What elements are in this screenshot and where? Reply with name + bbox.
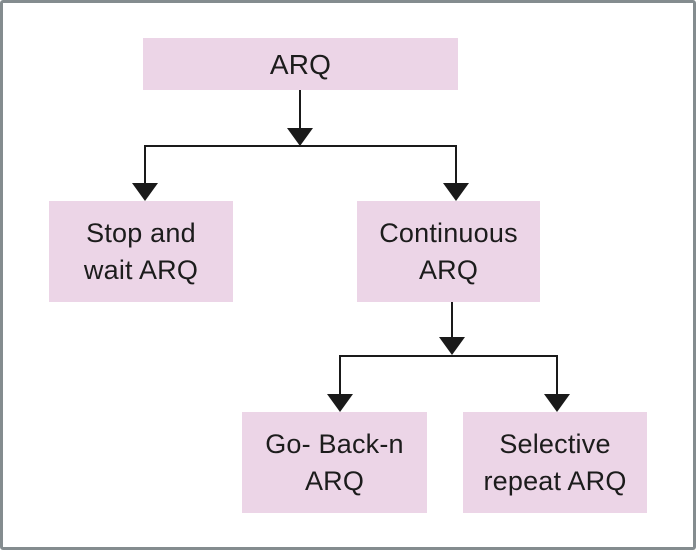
arrowhead-stop-and-wait-icon bbox=[132, 183, 158, 201]
connector-split-bar-2 bbox=[339, 355, 558, 357]
node-go-back-n-arq: Go- Back-n ARQ bbox=[242, 412, 427, 513]
connector-continuous-stem bbox=[451, 302, 453, 342]
connector-split-bar-1 bbox=[144, 145, 457, 147]
arrowhead-continuous-icon bbox=[443, 183, 469, 201]
connector-to-go-back-n bbox=[339, 355, 341, 397]
node-continuous-arq: Continuous ARQ bbox=[357, 201, 540, 302]
connector-to-continuous bbox=[455, 145, 457, 185]
node-stop-and-wait-arq: Stop and wait ARQ bbox=[49, 201, 233, 302]
arrowhead-root-icon bbox=[287, 128, 313, 146]
arrowhead-go-back-n-icon bbox=[327, 394, 353, 412]
arrowhead-selective-repeat-icon bbox=[544, 394, 570, 412]
connector-to-selective-repeat bbox=[556, 355, 558, 397]
connector-root-stem bbox=[299, 90, 301, 134]
connector-to-stop-and-wait bbox=[144, 145, 146, 185]
node-arq: ARQ bbox=[143, 38, 458, 90]
node-selective-repeat-arq: Selective repeat ARQ bbox=[463, 412, 647, 513]
arrowhead-continuous-stem-icon bbox=[439, 337, 465, 355]
